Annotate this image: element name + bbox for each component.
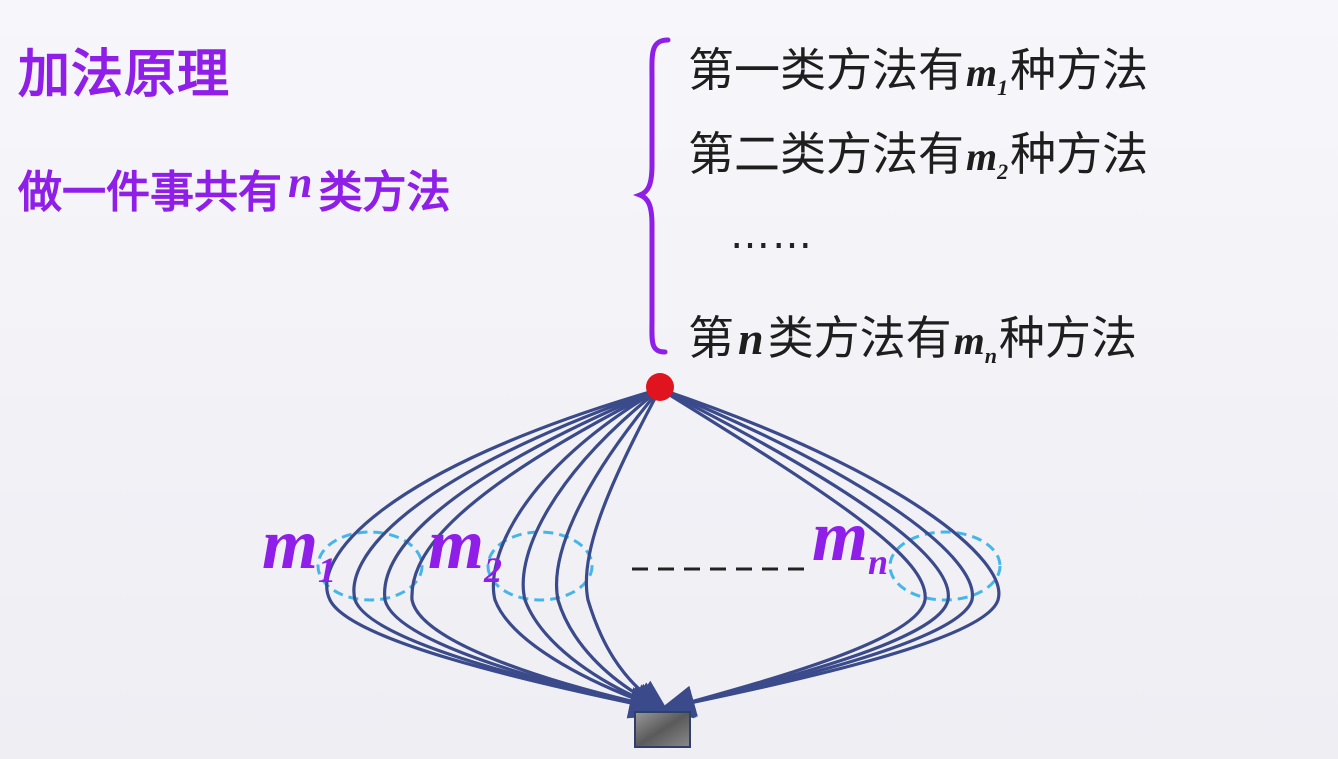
label-m1: m1 [262, 508, 336, 588]
subtitle-post: 类方法 [318, 167, 451, 218]
subtitle-var: n [288, 158, 313, 207]
label-mn: mn [812, 500, 888, 580]
method-n-suffix: 种方法 [998, 311, 1137, 365]
method-line-2: 第二类方法有m2种方法 [688, 118, 1148, 185]
method-n-var: mn [953, 318, 997, 368]
method-1-prefix: 第一类方法有 [688, 43, 964, 97]
group-ellipse-2 [486, 530, 594, 602]
page-title: 加法原理 [18, 45, 231, 105]
method-2-sub: 2 [997, 159, 1009, 184]
paths-group-n [659, 387, 1001, 719]
label-m1-sub: 1 [318, 550, 337, 590]
method-1-m: m [966, 50, 998, 95]
method-2-var: m2 [966, 134, 1008, 184]
method-line-n: 第n类方法有mn种方法 [688, 302, 1137, 369]
method-1-var: m1 [966, 50, 1008, 100]
label-mn-sub: n [868, 542, 889, 582]
paths-group-2 [491, 387, 669, 715]
group-ellipse-n [888, 530, 1002, 602]
label-mn-var: m [812, 496, 869, 576]
label-m2-sub: 2 [484, 550, 503, 590]
subtitle-pre: 做一件事共有 [18, 167, 282, 218]
method-2-m: m [966, 134, 998, 179]
method-n-n: n [738, 313, 764, 364]
method-n-prefix-b: 类方法有 [767, 311, 952, 365]
paths-group-1 [325, 387, 668, 719]
label-m2-var: m [428, 504, 485, 584]
start-node [646, 373, 674, 401]
label-m1-var: m [262, 504, 319, 584]
method-2-suffix: 种方法 [1010, 127, 1149, 181]
method-ellipsis: …… [730, 212, 814, 258]
method-n-m: m [953, 318, 985, 363]
method-1-suffix: 种方法 [1010, 43, 1149, 97]
method-n-sub: n [984, 343, 997, 368]
method-2-prefix: 第二类方法有 [688, 127, 964, 181]
method-1-sub: 1 [997, 75, 1009, 100]
method-n-prefix-a: 第 [688, 311, 734, 365]
curly-brace [632, 37, 671, 355]
end-box [634, 711, 691, 748]
label-m2: m2 [428, 508, 502, 588]
method-line-1: 第一类方法有m1种方法 [688, 34, 1148, 101]
group-ellipse-1 [316, 530, 424, 602]
